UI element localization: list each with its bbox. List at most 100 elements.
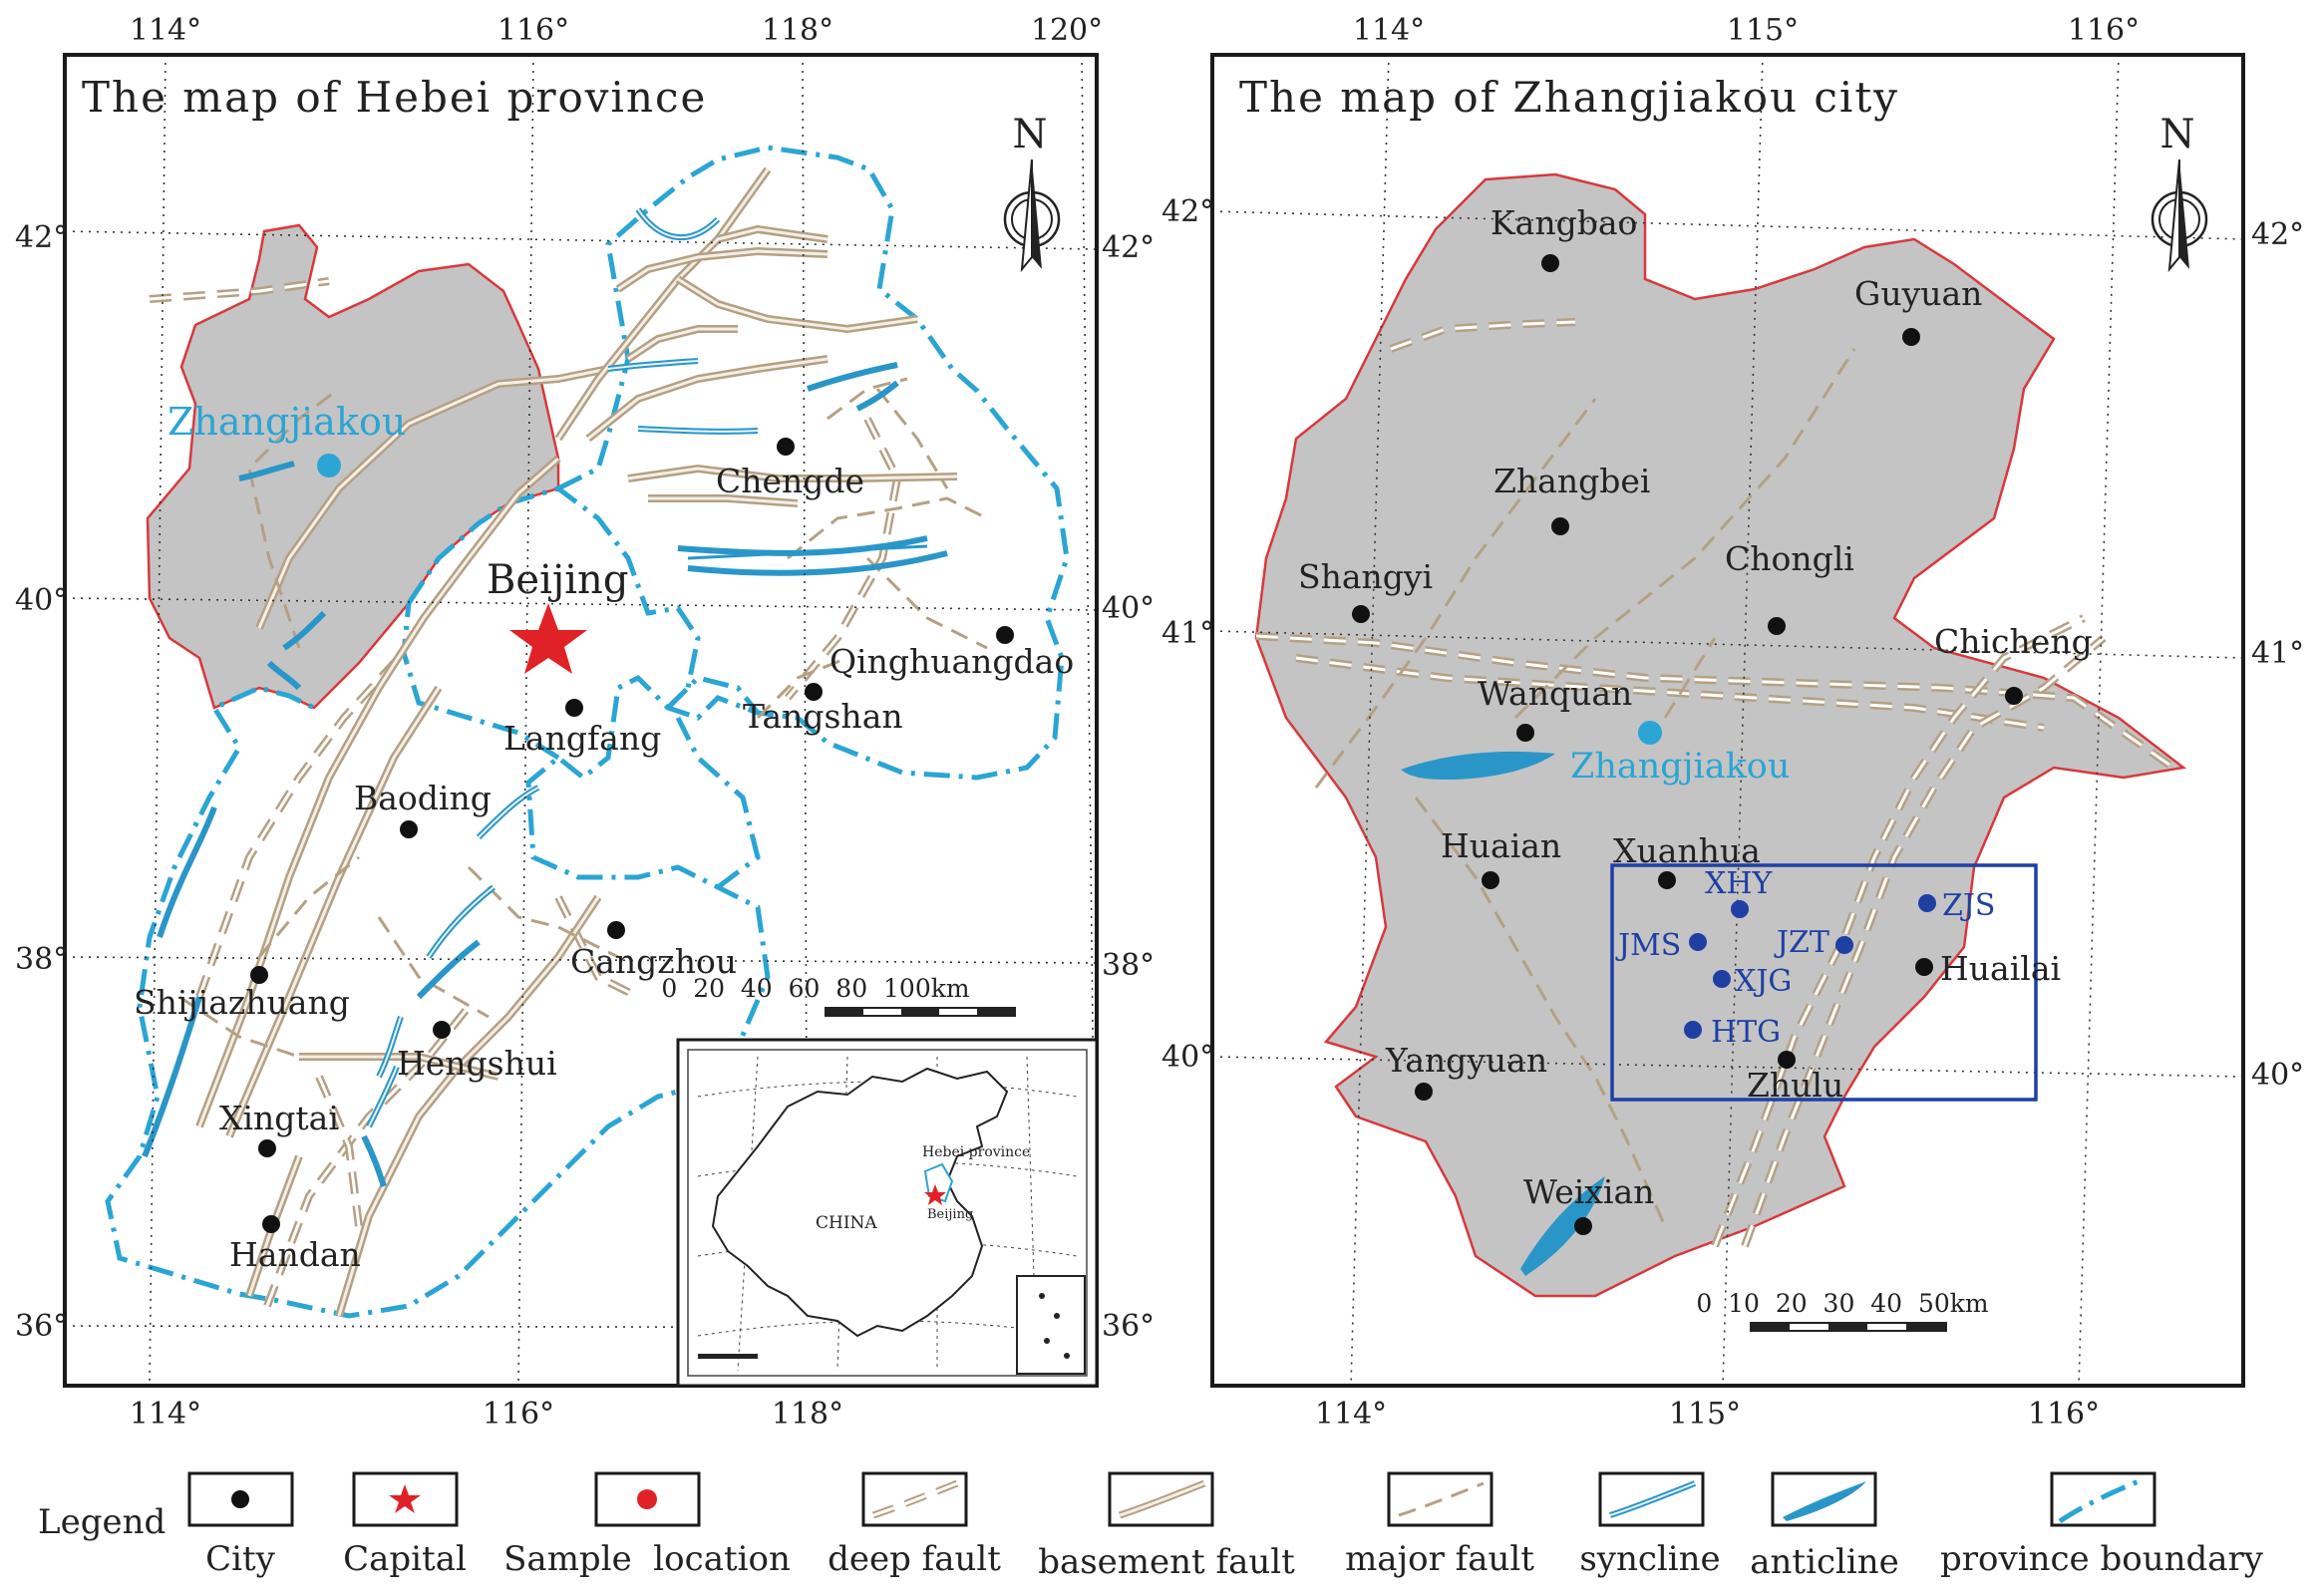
svg-text:Hebei province: Hebei province bbox=[922, 1144, 1030, 1160]
legend-item-deep-fault: deep fault bbox=[828, 1471, 1001, 1579]
sample-label: HTG bbox=[1711, 1015, 1781, 1050]
sample-dot bbox=[1689, 933, 1707, 951]
city-dot bbox=[250, 966, 268, 984]
zhangjiakou-map-panel: The map of Zhangjiakou city 114° 115° 11… bbox=[1161, 13, 2304, 1432]
svg-text:116°: 116° bbox=[497, 13, 569, 48]
svg-text:40°: 40° bbox=[1161, 1040, 1214, 1075]
study-area-box bbox=[1610, 863, 2038, 1102]
city-dot bbox=[1415, 1083, 1433, 1101]
legend-item-city: City bbox=[187, 1471, 294, 1579]
hebei-map-frame bbox=[63, 53, 1099, 1388]
major-faults-left bbox=[178, 377, 988, 1059]
svg-text:40°: 40° bbox=[1102, 591, 1155, 626]
city-label: Zhulu bbox=[1747, 1066, 1843, 1105]
legend-item-basement-fault: basement fault bbox=[1038, 1471, 1295, 1582]
city-label: Shijiazhuang bbox=[134, 983, 350, 1022]
sample-label: XJG bbox=[1735, 964, 1792, 999]
highlight-city-dot bbox=[317, 454, 341, 478]
sample-label: JMS bbox=[1615, 928, 1681, 963]
svg-text:116°: 116° bbox=[2028, 1397, 2100, 1432]
svg-text:114°: 114° bbox=[1315, 1397, 1387, 1432]
legend-item-syncline: syncline bbox=[1579, 1471, 1721, 1579]
svg-text:41°: 41° bbox=[2251, 636, 2304, 671]
svg-text:120°: 120° bbox=[1031, 13, 1103, 48]
sample-locations: XHY ZJS JMS JZT XJG HTG bbox=[1615, 866, 1995, 1050]
city-label: Chicheng bbox=[1934, 622, 2093, 661]
city-dot bbox=[565, 699, 583, 717]
city-dot bbox=[996, 626, 1014, 644]
svg-text:syncline: syncline bbox=[1579, 1539, 1720, 1579]
zhangjiakou-coordinates: 114° 115° 116° 114° 115° 116° 42° 41° 40… bbox=[1161, 13, 2304, 1432]
city-dot bbox=[433, 1021, 451, 1039]
highlight-city-label: Zhangjiakou bbox=[167, 400, 406, 444]
city-dot bbox=[1768, 617, 1786, 635]
city-dot bbox=[258, 1139, 276, 1157]
city-label: Weixian bbox=[1523, 1172, 1654, 1211]
city-dot bbox=[1352, 605, 1370, 623]
north-arrow-icon: N bbox=[1003, 112, 1061, 273]
city-label: Huailai bbox=[1940, 949, 2061, 988]
city-dot bbox=[262, 1215, 280, 1233]
hebei-coordinates: 114° 116° 118° 120° 114° 116° 118° 42° 4… bbox=[15, 13, 1155, 1432]
city-dot bbox=[400, 820, 418, 838]
svg-text:115°: 115° bbox=[1727, 13, 1799, 48]
zhangjiakou-map-title: The map of Zhangjiakou city bbox=[1239, 73, 1899, 122]
zhangjiakou-cities: Kangbao Guyuan Zhangbei Shangyi Chongli … bbox=[1298, 203, 2093, 1235]
city-dot bbox=[1902, 328, 1920, 346]
legend-title: Legend bbox=[38, 1502, 166, 1542]
city-label: Xingtai bbox=[219, 1099, 339, 1137]
zhangjiakou-region bbox=[146, 223, 560, 710]
legend-item-province-boundary: province boundary bbox=[1940, 1471, 2264, 1579]
svg-text:province boundary: province boundary bbox=[1940, 1539, 2264, 1579]
svg-text:0 10 20 30 40 50km: 0 10 20 30 40 50km bbox=[1696, 1289, 1989, 1318]
city-dot bbox=[1551, 517, 1569, 535]
svg-text:42°: 42° bbox=[1161, 194, 1214, 229]
city-label: Zhangbei bbox=[1493, 462, 1650, 500]
svg-text:40°: 40° bbox=[15, 583, 68, 618]
svg-text:42°: 42° bbox=[15, 220, 68, 255]
city-dot bbox=[1516, 724, 1534, 742]
sample-dot bbox=[1918, 894, 1936, 912]
north-arrow-icon: N bbox=[2151, 112, 2208, 273]
city-label: Cangzhou bbox=[570, 942, 737, 981]
city-label: Beijing bbox=[487, 557, 628, 603]
scale-bar-right: 0 10 20 30 40 50km bbox=[1696, 1289, 1989, 1332]
city-label: Wanquan bbox=[1478, 674, 1632, 713]
svg-text:116°: 116° bbox=[483, 1397, 554, 1432]
svg-text:City: City bbox=[205, 1539, 276, 1579]
city-label: Langfang bbox=[503, 719, 661, 758]
city-label: Tangshan bbox=[743, 697, 903, 736]
city-label: Huaian bbox=[1441, 826, 1561, 865]
china-outline bbox=[711, 1067, 1009, 1338]
city-label: Xuanhua bbox=[1613, 831, 1761, 870]
legend-item-sample-location: Sample location bbox=[503, 1471, 791, 1579]
svg-text:115°: 115° bbox=[1669, 1397, 1741, 1432]
highlight-city-dot bbox=[1638, 721, 1662, 745]
capital-star-icon bbox=[509, 603, 587, 674]
city-label: Shangyi bbox=[1298, 557, 1433, 596]
city-label: Handan bbox=[229, 1235, 361, 1274]
basement-faults-left bbox=[195, 166, 958, 1318]
sample-label: ZJS bbox=[1942, 888, 1995, 923]
svg-text:Sample location: Sample location bbox=[503, 1539, 791, 1579]
svg-text:36°: 36° bbox=[1102, 1309, 1155, 1344]
svg-text:basement fault: basement fault bbox=[1038, 1542, 1295, 1582]
folds-left bbox=[142, 207, 948, 1187]
svg-text:114°: 114° bbox=[130, 13, 201, 48]
city-dot bbox=[777, 438, 795, 456]
svg-text:116°: 116° bbox=[2068, 13, 2140, 48]
svg-text:Capital: Capital bbox=[343, 1539, 467, 1579]
svg-text:deep fault: deep fault bbox=[828, 1539, 1001, 1579]
city-label: Chongli bbox=[1725, 539, 1854, 578]
svg-text:41°: 41° bbox=[1161, 616, 1214, 651]
city-dot bbox=[1915, 958, 1933, 976]
sample-dot bbox=[1713, 970, 1731, 988]
city-dot bbox=[2005, 687, 2023, 705]
sample-label: JZT bbox=[1774, 925, 1829, 960]
sample-label: XHY bbox=[1705, 866, 1774, 901]
svg-text:major fault: major fault bbox=[1345, 1539, 1534, 1579]
zhangjiakou-city-region bbox=[1254, 172, 2187, 1298]
svg-text:42°: 42° bbox=[2251, 217, 2304, 252]
deep-faults-left bbox=[149, 277, 902, 1308]
svg-text:anticline: anticline bbox=[1750, 1542, 1899, 1582]
